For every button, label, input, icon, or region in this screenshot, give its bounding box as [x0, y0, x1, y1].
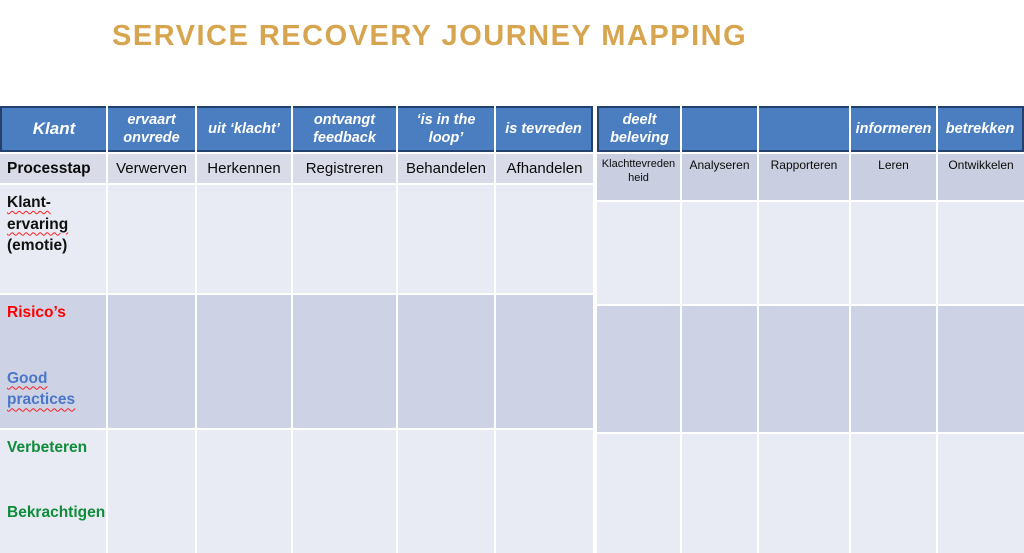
header-cell-ontvangt-feedback: ontvangt feedback — [293, 106, 396, 152]
header-cell-informeren: informeren — [851, 106, 936, 152]
improve-label: Verbeteren — [7, 439, 88, 456]
header-cell-klant: Klant — [0, 106, 106, 152]
empty-cell — [759, 202, 849, 304]
header-cell-ervaart-onvrede: ervaart onvrede — [108, 106, 195, 152]
header-cell-uit-klacht: uit ‘klacht’ — [197, 106, 291, 152]
row-label-klantervaring: Klant- ervaring (emotie) — [0, 185, 106, 293]
page-title: SERVICE RECOVERY JOURNEY MAPPING — [112, 20, 748, 52]
empty-cell — [293, 295, 396, 428]
process-cell-herkennen: Herkennen — [197, 154, 291, 183]
klantervaring-line2: ervaring — [7, 215, 69, 233]
process-cell-analyseren: Analyseren — [682, 154, 757, 200]
header-cell-is-tevreden: is tevreden — [496, 106, 593, 152]
risks-label: Risico’s — [7, 304, 66, 321]
process-cell-verwerven: Verwerven — [108, 154, 195, 183]
process-cell-klachttevredenheid: Klachttevredenheid — [597, 154, 680, 200]
empty-cell — [496, 295, 593, 428]
empty-cell — [851, 306, 936, 432]
klantervaring-line1: Klant- — [7, 194, 51, 211]
empty-cell — [496, 430, 593, 553]
empty-cell — [293, 185, 396, 293]
empty-cell — [682, 202, 757, 304]
empty-cell — [398, 295, 494, 428]
good-practices-label: Good practices — [7, 369, 76, 409]
empty-cell — [938, 434, 1024, 553]
empty-cell — [759, 434, 849, 553]
header-cell-deelt-beleving: deelt beleving — [597, 106, 680, 152]
klantervaring-line3: (emotie) — [7, 237, 68, 255]
process-cell-ontwikkelen: Ontwikkelen — [938, 154, 1024, 200]
empty-cell — [597, 434, 680, 553]
row-label-verbeteren-bekrachtigen: Verbeteren Bekrachtigen — [0, 430, 106, 553]
empty-cell — [108, 295, 195, 428]
journey-table-left: Klant ervaart onvrede uit ‘klacht’ ontva… — [0, 106, 593, 553]
empty-cell — [197, 185, 291, 293]
header-cell-empty-2 — [759, 106, 849, 152]
empty-cell — [938, 306, 1024, 432]
empty-cell — [496, 185, 593, 293]
empty-cell — [108, 430, 195, 553]
process-cell-leren: Leren — [851, 154, 936, 200]
empty-cell — [398, 185, 494, 293]
empty-cell — [293, 430, 396, 553]
header-cell-is-in-the-loop: ‘is in the loop’ — [398, 106, 494, 152]
process-cell-behandelen: Behandelen — [398, 154, 494, 183]
empty-cell — [938, 202, 1024, 304]
header-cell-betrekken: betrekken — [938, 106, 1024, 152]
empty-cell — [108, 185, 195, 293]
empty-cell — [197, 295, 291, 428]
row-label-risicos-goodpractices: Risico’s Good practices — [0, 295, 106, 428]
empty-cell — [398, 430, 494, 553]
process-cell-rapporteren: Rapporteren — [759, 154, 849, 200]
process-cell-registreren: Registreren — [293, 154, 396, 183]
empty-cell — [759, 306, 849, 432]
empty-cell — [597, 202, 680, 304]
process-cell-afhandelen: Afhandelen — [496, 154, 593, 183]
empty-cell — [682, 434, 757, 553]
empty-cell — [851, 434, 936, 553]
process-row-label: Processtap — [0, 154, 106, 183]
header-cell-empty-1 — [682, 106, 757, 152]
empty-cell — [851, 202, 936, 304]
journey-table-right: deelt beleving informeren betrekken Klac… — [597, 106, 1024, 553]
empty-cell — [197, 430, 291, 553]
reinforce-label: Bekrachtigen — [7, 503, 106, 521]
empty-cell — [597, 306, 680, 432]
empty-cell — [682, 306, 757, 432]
